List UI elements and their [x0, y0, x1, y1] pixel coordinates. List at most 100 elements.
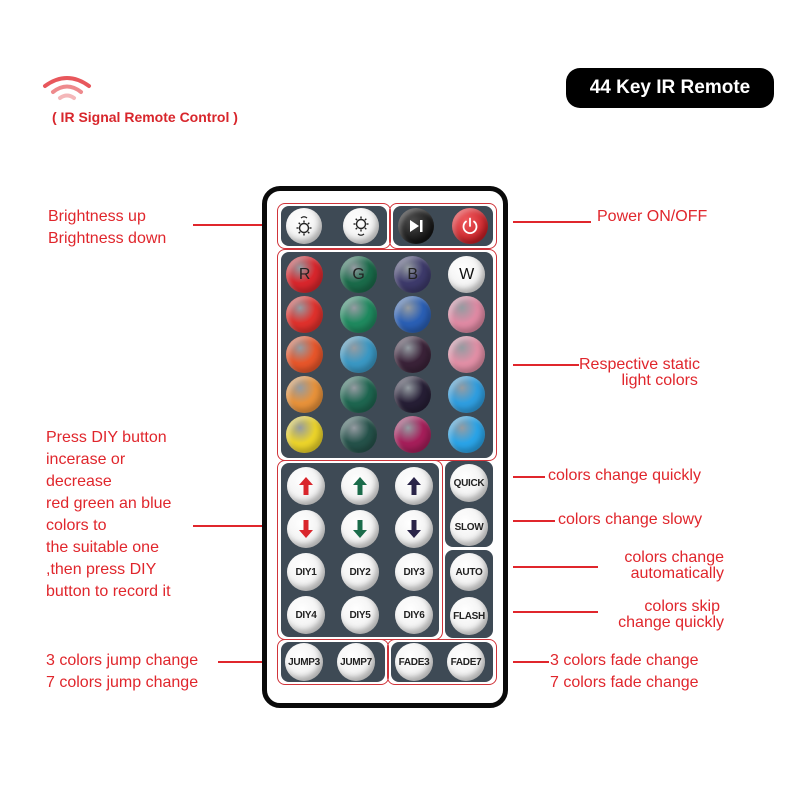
- arrow-down-icon: [353, 520, 367, 538]
- annotation-line: change quickly: [618, 614, 724, 631]
- annotation-line: the suitable one: [46, 539, 159, 556]
- annotation-static: Respective static light colors: [579, 354, 700, 392]
- diy1-button[interactable]: DIY1: [287, 553, 325, 591]
- sun-down-icon: [353, 216, 369, 236]
- button-label: DIY6: [403, 609, 425, 621]
- annotation-jump3: 3 colors jump change: [46, 652, 199, 669]
- color-button-r1c4[interactable]: W: [448, 256, 485, 293]
- annotation-line: Respective static: [579, 356, 700, 373]
- annotation-line: red green an blue: [46, 495, 172, 512]
- color-button-r1c3[interactable]: B: [394, 256, 431, 293]
- wifi-signal-icon: [42, 72, 92, 102]
- arrow-down-icon: [407, 520, 421, 538]
- button-label: FLASH: [453, 610, 485, 622]
- button-label: DIY1: [295, 566, 317, 578]
- red-up-button[interactable]: [287, 467, 325, 505]
- leader-line: [513, 566, 598, 568]
- color-button-r5c2[interactable]: [340, 416, 377, 453]
- color-button-r4c2[interactable]: [340, 376, 377, 413]
- button-label: JUMP7: [340, 656, 372, 668]
- annotation-slow: colors change slowy: [558, 511, 703, 528]
- quick-button[interactable]: QUICK: [450, 464, 488, 502]
- diy5-button[interactable]: DIY5: [341, 596, 379, 634]
- sun-up-icon: [296, 216, 312, 236]
- annotation-line: colors skip: [644, 598, 720, 615]
- leader-line: [513, 520, 555, 522]
- annotation-power: Power ON/OFF: [597, 208, 708, 225]
- diy4-button[interactable]: DIY4: [287, 596, 325, 634]
- blue-up-button[interactable]: [395, 467, 433, 505]
- color-button-r1c1[interactable]: R: [286, 256, 323, 293]
- brightness-up-button[interactable]: [286, 208, 322, 244]
- leader-line: [513, 661, 549, 663]
- brightness-down-button[interactable]: [343, 208, 379, 244]
- color-button-r3c2[interactable]: [340, 336, 377, 373]
- arrow-up-icon: [407, 477, 421, 495]
- jump7-button[interactable]: JUMP7: [337, 643, 375, 681]
- green-down-button[interactable]: [341, 510, 379, 548]
- annotation-line: automatically: [630, 565, 724, 582]
- play-pause-button[interactable]: [398, 208, 434, 244]
- fade3-button[interactable]: FADE3: [395, 643, 433, 681]
- annotation-line: decrease: [46, 473, 112, 490]
- color-button-r2c4[interactable]: [448, 296, 485, 333]
- color-button-r5c1[interactable]: [286, 416, 323, 453]
- color-button-r2c1[interactable]: [286, 296, 323, 333]
- power-icon: [462, 217, 478, 235]
- annotation-line: light colors: [621, 372, 698, 389]
- color-button-r3c4[interactable]: [448, 336, 485, 373]
- color-button-r4c4[interactable]: [448, 376, 485, 413]
- button-label: FADE7: [450, 656, 482, 668]
- color-button-r2c3[interactable]: [394, 296, 431, 333]
- blue-down-button[interactable]: [395, 510, 433, 548]
- brightness-frame: [277, 203, 391, 249]
- leader-line: [513, 611, 598, 613]
- button-label: FADE3: [398, 656, 430, 668]
- color-button-r3c3[interactable]: [394, 336, 431, 373]
- annotation-jump7: 7 colors jump change: [46, 674, 199, 691]
- diy3-button[interactable]: DIY3: [395, 553, 433, 591]
- annotation-line: colors change: [624, 549, 724, 566]
- flash-button[interactable]: FLASH: [450, 597, 488, 635]
- button-label: R: [298, 265, 311, 283]
- button-label: B: [407, 265, 418, 283]
- annotation-line: colors to: [46, 517, 107, 534]
- slow-button[interactable]: SLOW: [450, 508, 488, 546]
- annotation-line: incerase or: [46, 451, 126, 468]
- color-button-r3c1[interactable]: [286, 336, 323, 373]
- color-button-r4c1[interactable]: [286, 376, 323, 413]
- color-button-r5c3[interactable]: [394, 416, 431, 453]
- color-button-r5c4[interactable]: [448, 416, 485, 453]
- button-label: AUTO: [455, 566, 483, 578]
- diy2-button[interactable]: DIY2: [341, 553, 379, 591]
- button-label: QUICK: [453, 477, 485, 489]
- color-button-r2c2[interactable]: [340, 296, 377, 333]
- button-label: DIY5: [349, 609, 371, 621]
- color-button-r4c3[interactable]: [394, 376, 431, 413]
- diy6-button[interactable]: DIY6: [395, 596, 433, 634]
- arrow-up-icon: [353, 477, 367, 495]
- fade-frame: [387, 639, 497, 685]
- auto-button[interactable]: AUTO: [450, 553, 488, 591]
- annotation-brightness-down: Brightness down: [48, 230, 167, 247]
- jump3-button[interactable]: JUMP3: [285, 643, 323, 681]
- annotation-quick: colors change quickly: [548, 467, 701, 484]
- annotation-auto: colors change automatically: [624, 547, 724, 585]
- arrow-up-icon: [299, 477, 313, 495]
- green-up-button[interactable]: [341, 467, 379, 505]
- button-label: DIY2: [349, 566, 371, 578]
- leader-line: [513, 364, 579, 366]
- power-button[interactable]: [452, 208, 488, 244]
- fade7-button[interactable]: FADE7: [447, 643, 485, 681]
- annotation-fade3: 3 colors fade change: [550, 652, 699, 669]
- button-label: SLOW: [454, 521, 484, 533]
- red-down-button[interactable]: [287, 510, 325, 548]
- jump-frame: [277, 639, 389, 685]
- color-button-r1c2[interactable]: G: [340, 256, 377, 293]
- annotation-brightness-up: Brightness up: [48, 208, 146, 225]
- annotation-line: button to record it: [46, 583, 171, 600]
- leader-line: [193, 525, 265, 527]
- annotation-diy: Press DIY button incerase or decrease re…: [46, 427, 171, 603]
- power-frame: [389, 203, 497, 249]
